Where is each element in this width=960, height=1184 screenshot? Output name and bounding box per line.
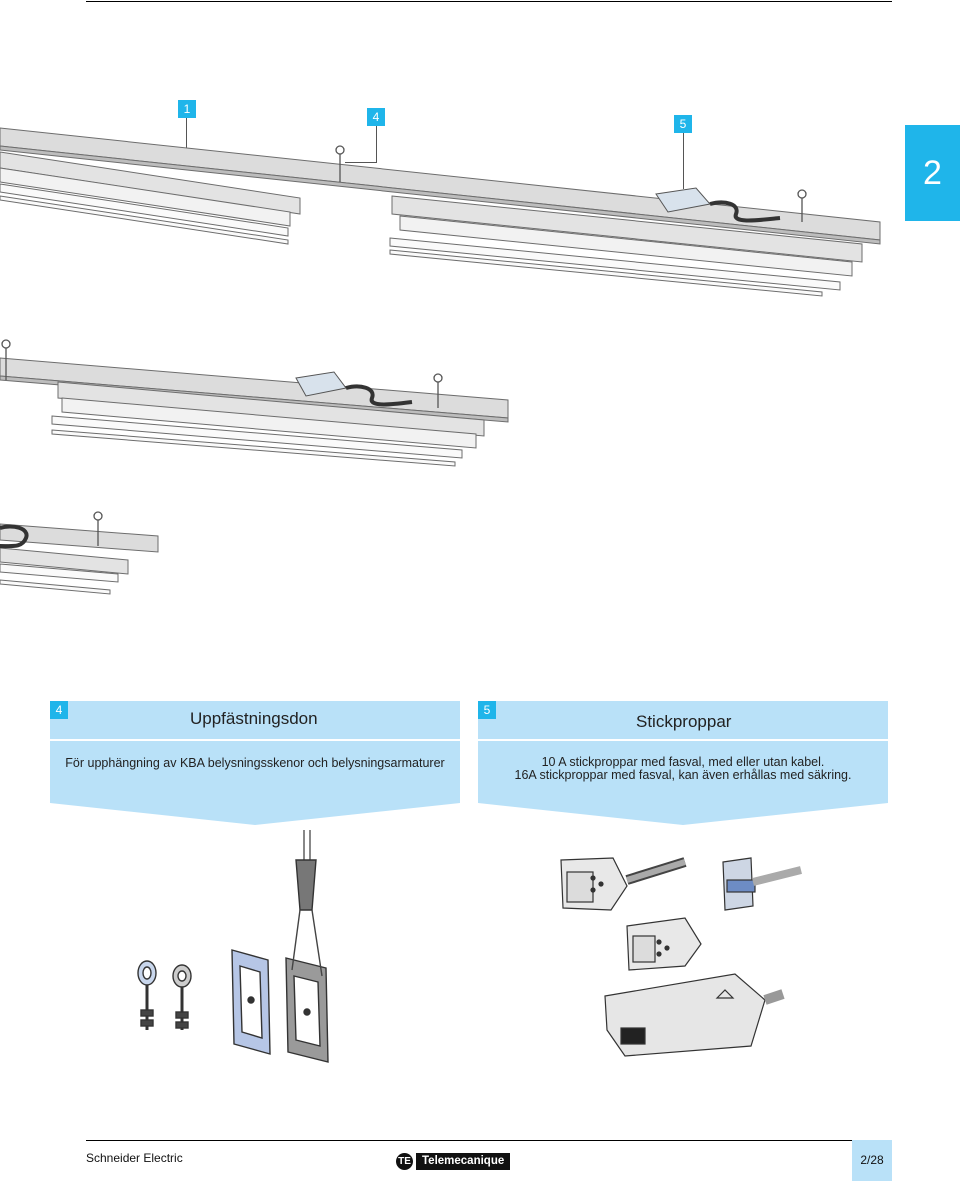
footer-brand-logo: TE Telemecanique bbox=[396, 1153, 511, 1170]
panel-number: 5 bbox=[478, 701, 496, 719]
fluorescent-tube bbox=[389, 237, 841, 291]
page-number: 2/28 bbox=[852, 1140, 892, 1181]
panel-header bbox=[50, 701, 460, 739]
brand-name: Telemecanique bbox=[416, 1153, 511, 1170]
footer-company: Schneider Electric bbox=[86, 1151, 183, 1165]
panel-description-line-2: 16A stickproppar med fasval, kan även er… bbox=[514, 768, 852, 782]
callout-5-leader bbox=[683, 133, 684, 189]
trunking-rail bbox=[0, 523, 159, 553]
luminaire-body bbox=[391, 195, 863, 263]
callout-5: 5 bbox=[674, 115, 692, 133]
fluorescent-tube bbox=[51, 415, 463, 459]
panel-title: Uppfästningsdon bbox=[190, 709, 318, 728]
brand-badge-icon: TE bbox=[396, 1153, 413, 1170]
fluorescent-tube bbox=[0, 563, 119, 583]
lighting-trunking-illustration bbox=[0, 127, 881, 595]
panel-arrow bbox=[478, 803, 888, 825]
panel-title: Stickproppar bbox=[636, 712, 732, 731]
panel-stickproppar: 5 Stickproppar 10 A stickproppar med fas… bbox=[478, 701, 888, 827]
luminaire-body bbox=[0, 151, 301, 215]
suspension-hardware-illustration bbox=[137, 830, 329, 1063]
panel-uppfastningsdon: 4 Uppfästningsdon För upphängning av KBA… bbox=[50, 701, 460, 827]
top-rule bbox=[86, 1, 892, 2]
panel-header bbox=[478, 701, 888, 739]
panel-number: 4 bbox=[50, 701, 68, 719]
panel-arrow bbox=[50, 803, 460, 825]
panel-body: 10 A stickproppar med fasval, med eller … bbox=[478, 741, 888, 803]
callout-1: 1 bbox=[178, 100, 196, 118]
callout-4-leader bbox=[376, 126, 377, 162]
fluorescent-tube bbox=[0, 183, 289, 237]
callout-4-leader-h bbox=[345, 162, 377, 163]
panel-description-line-1: 10 A stickproppar med fasval, med eller … bbox=[541, 755, 825, 769]
chapter-tab[interactable]: 2 bbox=[905, 125, 960, 221]
plugs-illustration bbox=[560, 857, 802, 1057]
panel-description: För upphängning av KBA belysningsskenor … bbox=[65, 756, 445, 770]
callout-1-leader bbox=[186, 118, 187, 148]
panel-body: För upphängning av KBA belysningsskenor … bbox=[50, 741, 460, 803]
footer-rule bbox=[86, 1140, 892, 1141]
luminaire-body bbox=[57, 381, 485, 437]
callout-4: 4 bbox=[367, 108, 385, 126]
